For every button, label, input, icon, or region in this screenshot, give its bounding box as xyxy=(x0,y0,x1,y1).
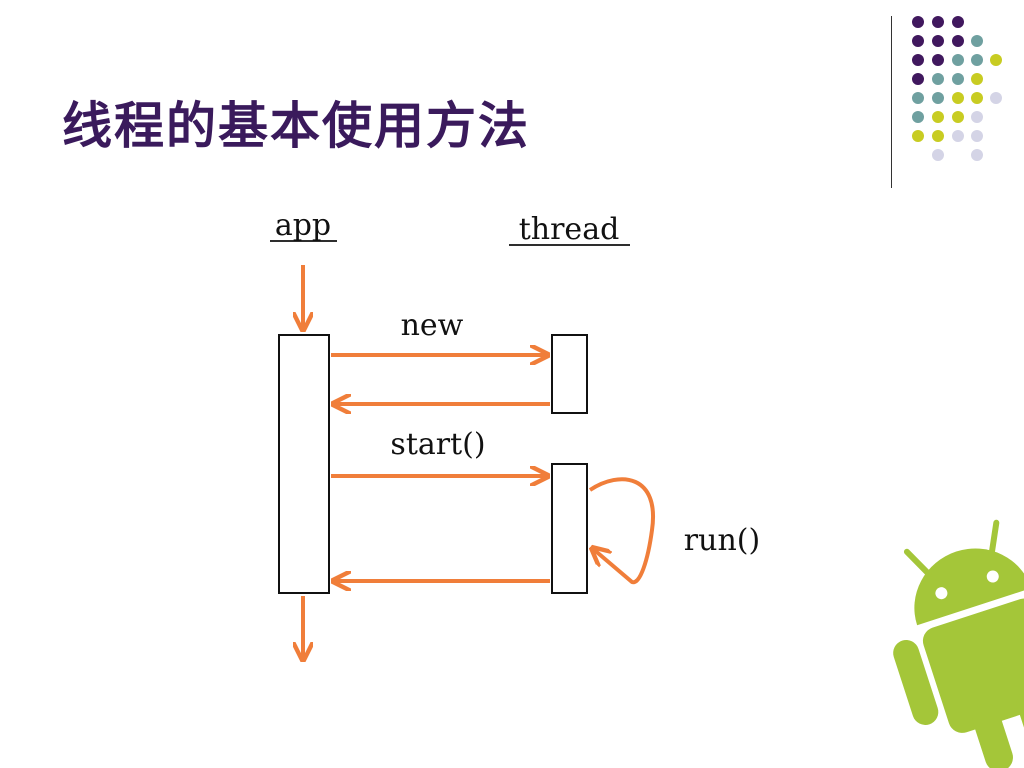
thread-activation-box-new xyxy=(551,334,588,414)
lifeline-label-app: app xyxy=(275,208,331,243)
dot-grid-decoration xyxy=(912,16,1002,161)
dot xyxy=(952,16,964,28)
message-label-run: run() xyxy=(684,523,760,558)
dot xyxy=(971,130,983,142)
dot xyxy=(971,111,983,123)
android-eye-left xyxy=(935,587,948,600)
dot xyxy=(952,111,964,123)
message-label-new: new xyxy=(401,308,464,343)
dot xyxy=(912,92,924,104)
android-body xyxy=(922,598,1024,733)
dot xyxy=(932,111,944,123)
dot xyxy=(971,35,983,47)
dot xyxy=(971,73,983,85)
dot xyxy=(971,54,983,66)
android-eye-right xyxy=(986,570,999,583)
dot xyxy=(932,73,944,85)
dot xyxy=(932,149,944,161)
dot xyxy=(952,54,964,66)
dot xyxy=(952,92,964,104)
dot xyxy=(952,73,964,85)
dot xyxy=(912,73,924,85)
android-arm xyxy=(893,639,939,725)
dot xyxy=(990,54,1002,66)
dot xyxy=(971,149,983,161)
dot xyxy=(971,92,983,104)
dot xyxy=(932,54,944,66)
dot xyxy=(932,92,944,104)
android-antenna-left xyxy=(903,548,932,578)
dot xyxy=(952,35,964,47)
android-antenna-right xyxy=(988,519,1000,557)
dot xyxy=(912,130,924,142)
dot xyxy=(912,111,924,123)
dot xyxy=(912,35,924,47)
self-call-arrow-run xyxy=(590,477,656,585)
dot xyxy=(912,16,924,28)
dot xyxy=(932,16,944,28)
lifeline-label-thread: thread xyxy=(519,212,620,247)
message-label-start: start() xyxy=(390,427,485,462)
thread-activation-box-run xyxy=(551,463,588,594)
dot xyxy=(932,130,944,142)
dot xyxy=(990,92,1002,104)
android-head xyxy=(914,548,1024,626)
dot xyxy=(932,35,944,47)
dot xyxy=(912,54,924,66)
header-divider xyxy=(891,16,892,188)
app-activation-box xyxy=(278,334,330,594)
dot xyxy=(952,130,964,142)
android-leg-left xyxy=(971,703,1013,768)
slide-title: 线程的基本使用方法 xyxy=(62,97,530,155)
